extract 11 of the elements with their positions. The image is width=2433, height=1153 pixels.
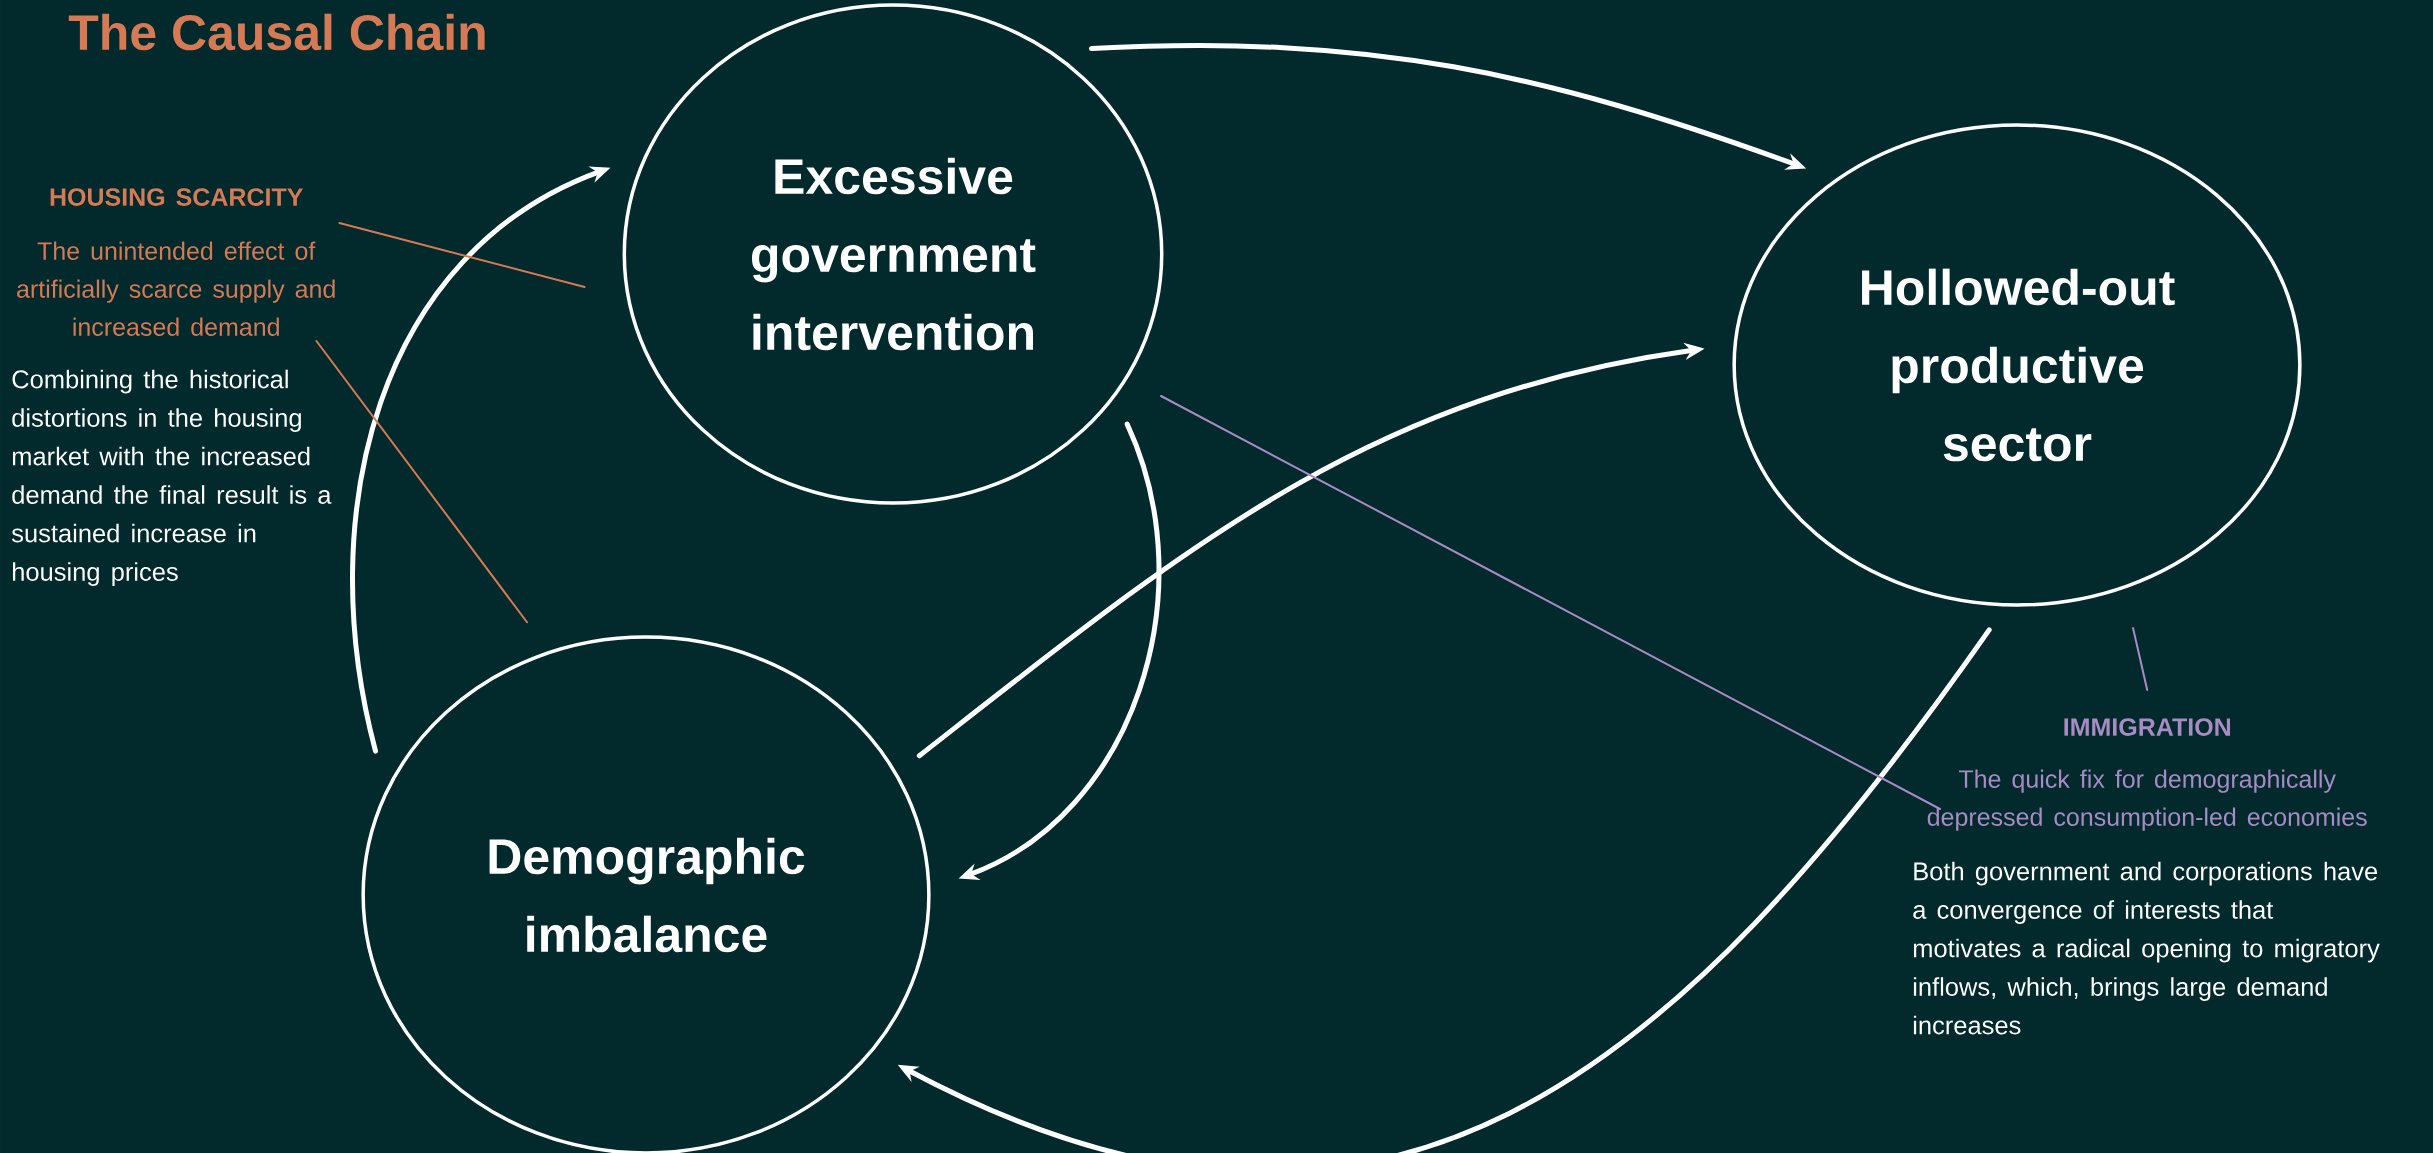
annotation-subtitle: The quick fix for demographically depressed consumption-led economies (1927, 769, 2367, 831)
title: The Causal Chain (68, 13, 485, 51)
annotation-text: Combining the historical distortions in the housing market with the increased demand the final result is a sustained increase in housing prices (11, 369, 332, 586)
annotation-heading: IMMIGRATION (2064, 718, 2231, 736)
annotation-subtitle: The unintended effect of artificially scarce supply and increased demand (17, 241, 335, 336)
annotation-heading: HOUSING SCARCITY (50, 188, 303, 206)
leader-line (2132, 627, 2149, 691)
annotation-text: Both government and corporations have a convergence of interests that motivates a radical opening to migratory inflows, which, brings large demand increases (1913, 861, 2380, 1035)
leader-line (338, 222, 586, 288)
leader-line (315, 340, 528, 624)
leader-line (1160, 395, 1941, 810)
